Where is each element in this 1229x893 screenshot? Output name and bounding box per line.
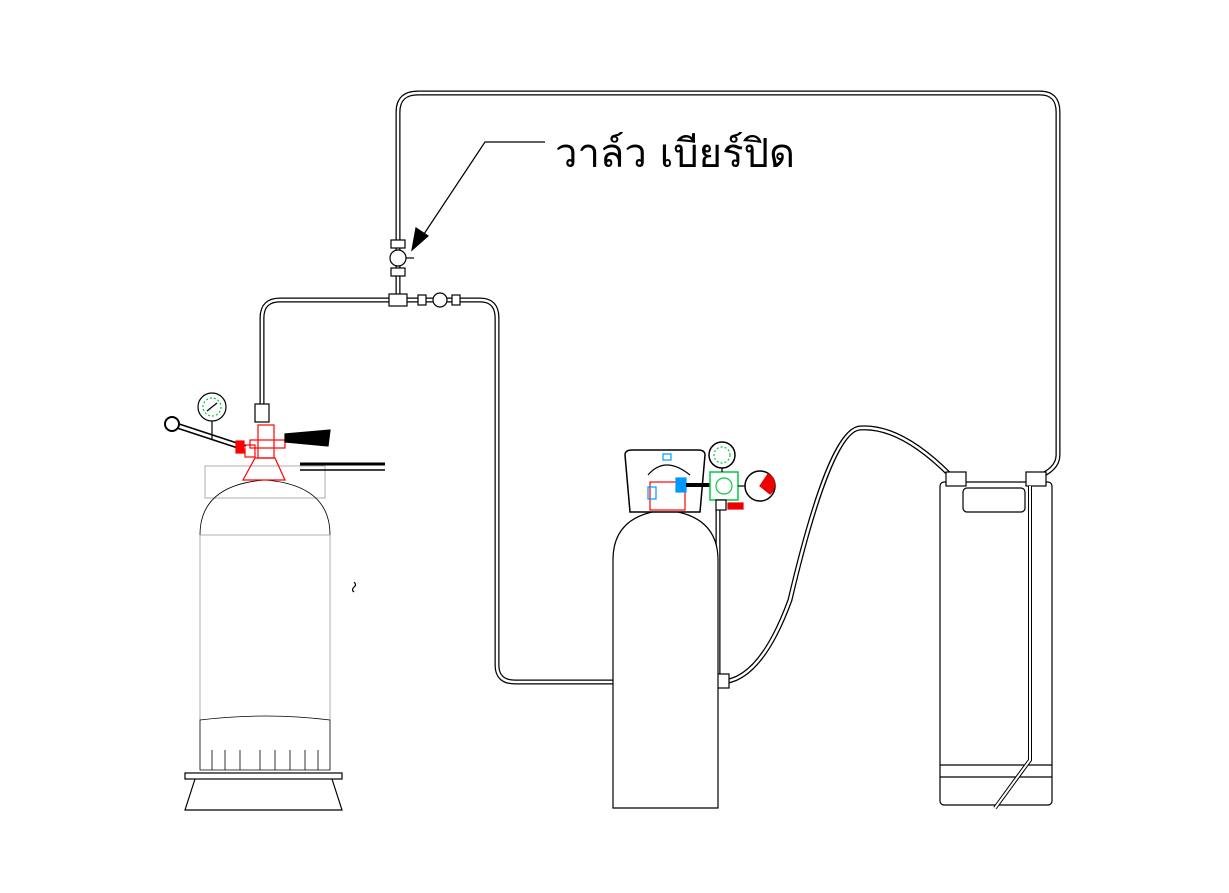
co2-cylinder <box>612 449 719 809</box>
coupler-handle[interactable] <box>284 429 331 447</box>
keg-pressure-gauge <box>164 392 246 454</box>
return-line-tube <box>395 90 1061 481</box>
beer-line-tube <box>259 297 952 685</box>
squiggle-mark <box>351 581 357 593</box>
beer-shutoff-valve[interactable] <box>389 239 414 277</box>
valve-label: วาล์ว เบียร์ปิด <box>555 131 795 177</box>
tee-fitting-top <box>388 292 461 308</box>
co2-regulator[interactable] <box>686 441 776 511</box>
beer-keg <box>184 462 385 811</box>
annotation-leader-arrow <box>411 141 545 252</box>
coupler-nut <box>254 403 270 423</box>
beer-container <box>939 471 1053 810</box>
keg-coupler[interactable] <box>241 424 286 481</box>
